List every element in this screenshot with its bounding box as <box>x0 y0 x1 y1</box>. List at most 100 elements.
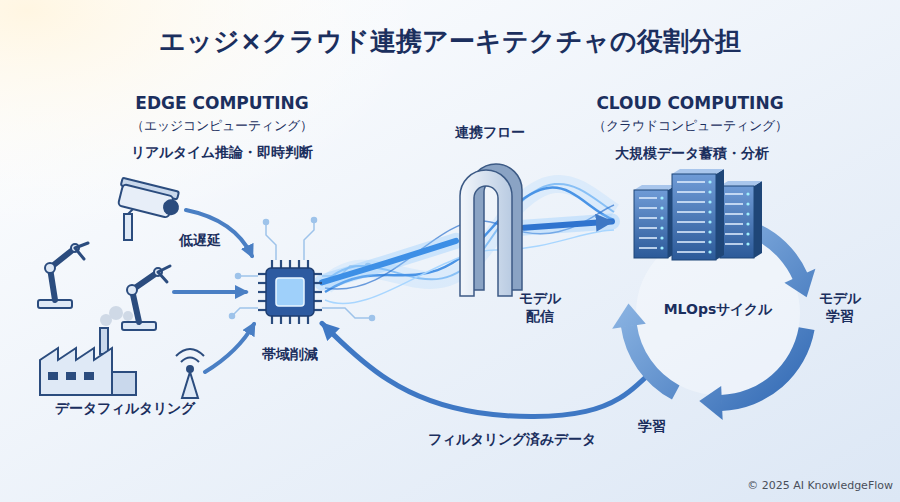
rack-led <box>708 180 711 183</box>
chimney <box>100 328 108 354</box>
rack-slot <box>725 243 743 245</box>
copyright-note: © 2025 AI KnowledgeFlow <box>723 479 893 493</box>
rack-slot <box>639 207 657 209</box>
chip-pin <box>314 282 322 284</box>
rack-slot <box>639 197 657 199</box>
circuit-trace <box>322 308 372 318</box>
cycle-step: モデル 配信 <box>514 290 566 325</box>
rack-led <box>660 206 663 209</box>
rack-led <box>660 196 663 199</box>
node-label: 連携フロー <box>420 124 560 142</box>
factory-window <box>84 372 94 380</box>
rack-led <box>746 212 749 215</box>
node-label: MLOpsサイクル <box>648 301 788 319</box>
rack-slot <box>725 213 743 215</box>
rack-slot <box>725 193 743 195</box>
rack-led <box>708 190 711 193</box>
connector-glow <box>322 241 456 283</box>
rack-slot <box>677 201 705 203</box>
chip-pin <box>289 316 291 324</box>
flow-note: 低遅延 <box>160 232 240 250</box>
chip-pin <box>289 260 291 268</box>
chip-pin <box>258 300 266 302</box>
smoke <box>123 311 133 321</box>
rack-slot <box>725 203 743 205</box>
chip-pin <box>258 273 266 275</box>
flow-connector <box>524 222 612 228</box>
input-arrow <box>174 290 246 294</box>
factory-icon <box>40 306 136 395</box>
connector-glow <box>322 323 645 416</box>
circuit-trace <box>266 222 276 260</box>
chip-core <box>276 278 304 306</box>
gateway-face <box>460 170 512 296</box>
robot-arm-icon <box>122 266 170 330</box>
rack-slot <box>677 231 705 233</box>
camera-lens <box>163 199 180 216</box>
chip-pin <box>314 300 322 302</box>
cycle-arrowhead <box>784 269 815 298</box>
rack-front <box>634 190 668 258</box>
node-label: 帯域削減 <box>230 346 350 364</box>
robot-joint <box>45 263 55 273</box>
rack-led <box>660 236 663 239</box>
rack-front <box>720 186 754 258</box>
chip-pin <box>271 260 273 268</box>
flow-note: データフィルタリング <box>25 400 225 418</box>
rack-led <box>708 250 711 253</box>
flow-connector <box>322 323 645 416</box>
section-heading: CLOUD COMPUTING <box>560 93 820 114</box>
circuit-dot <box>236 274 241 279</box>
factory-window <box>48 372 58 380</box>
cycle-step: モデル 学習 <box>814 290 866 325</box>
chip-body <box>266 268 314 316</box>
flow-connector <box>322 241 456 283</box>
circuit-trace <box>304 220 314 260</box>
rack-front <box>672 174 716 260</box>
chip-pin <box>314 309 322 311</box>
chip-pin <box>314 291 322 293</box>
edge-chip: 帯域削減 <box>258 260 322 324</box>
node-label: 大規模データ蓄積・分析 <box>572 145 812 163</box>
cycle-arrowhead <box>612 304 646 329</box>
cycle-arc <box>621 324 680 399</box>
cloud-servers-shape <box>612 172 772 260</box>
rack-top <box>634 185 676 190</box>
cycle-arc <box>709 215 807 280</box>
chip-pin <box>307 260 309 268</box>
circuit-dot <box>264 220 269 225</box>
rack-led <box>708 210 711 213</box>
section-subheading: （エッジコンピューティング） <box>92 118 352 134</box>
factory-annex <box>112 372 136 395</box>
rack-slot <box>677 241 705 243</box>
rack-slot <box>639 217 657 219</box>
server-rack <box>634 185 676 258</box>
rack-slot <box>677 191 705 193</box>
rack-led <box>660 246 663 249</box>
rack-slot <box>677 181 705 183</box>
rack-led <box>660 216 663 219</box>
rack-top <box>672 169 724 174</box>
antenna-mast <box>182 372 198 398</box>
radio-wave <box>181 358 199 363</box>
robot-gripper <box>158 266 170 282</box>
rack-led <box>746 222 749 225</box>
antenna-icon <box>176 349 204 398</box>
factory-building <box>40 348 112 395</box>
rack-slot <box>677 211 705 213</box>
gateway-arch: 連携フロー <box>456 164 524 296</box>
rack-slot <box>677 221 705 223</box>
section-heading: EDGE COMPUTING <box>92 93 352 114</box>
rack-slot <box>639 227 657 229</box>
rack-led <box>746 232 749 235</box>
camera-icon <box>116 178 182 240</box>
rack-led <box>708 220 711 223</box>
rack-led <box>660 226 663 229</box>
cloud-servers: 大規模データ蓄積・分析 <box>612 172 772 260</box>
server-rack <box>672 169 724 260</box>
chip-pin <box>314 273 322 275</box>
